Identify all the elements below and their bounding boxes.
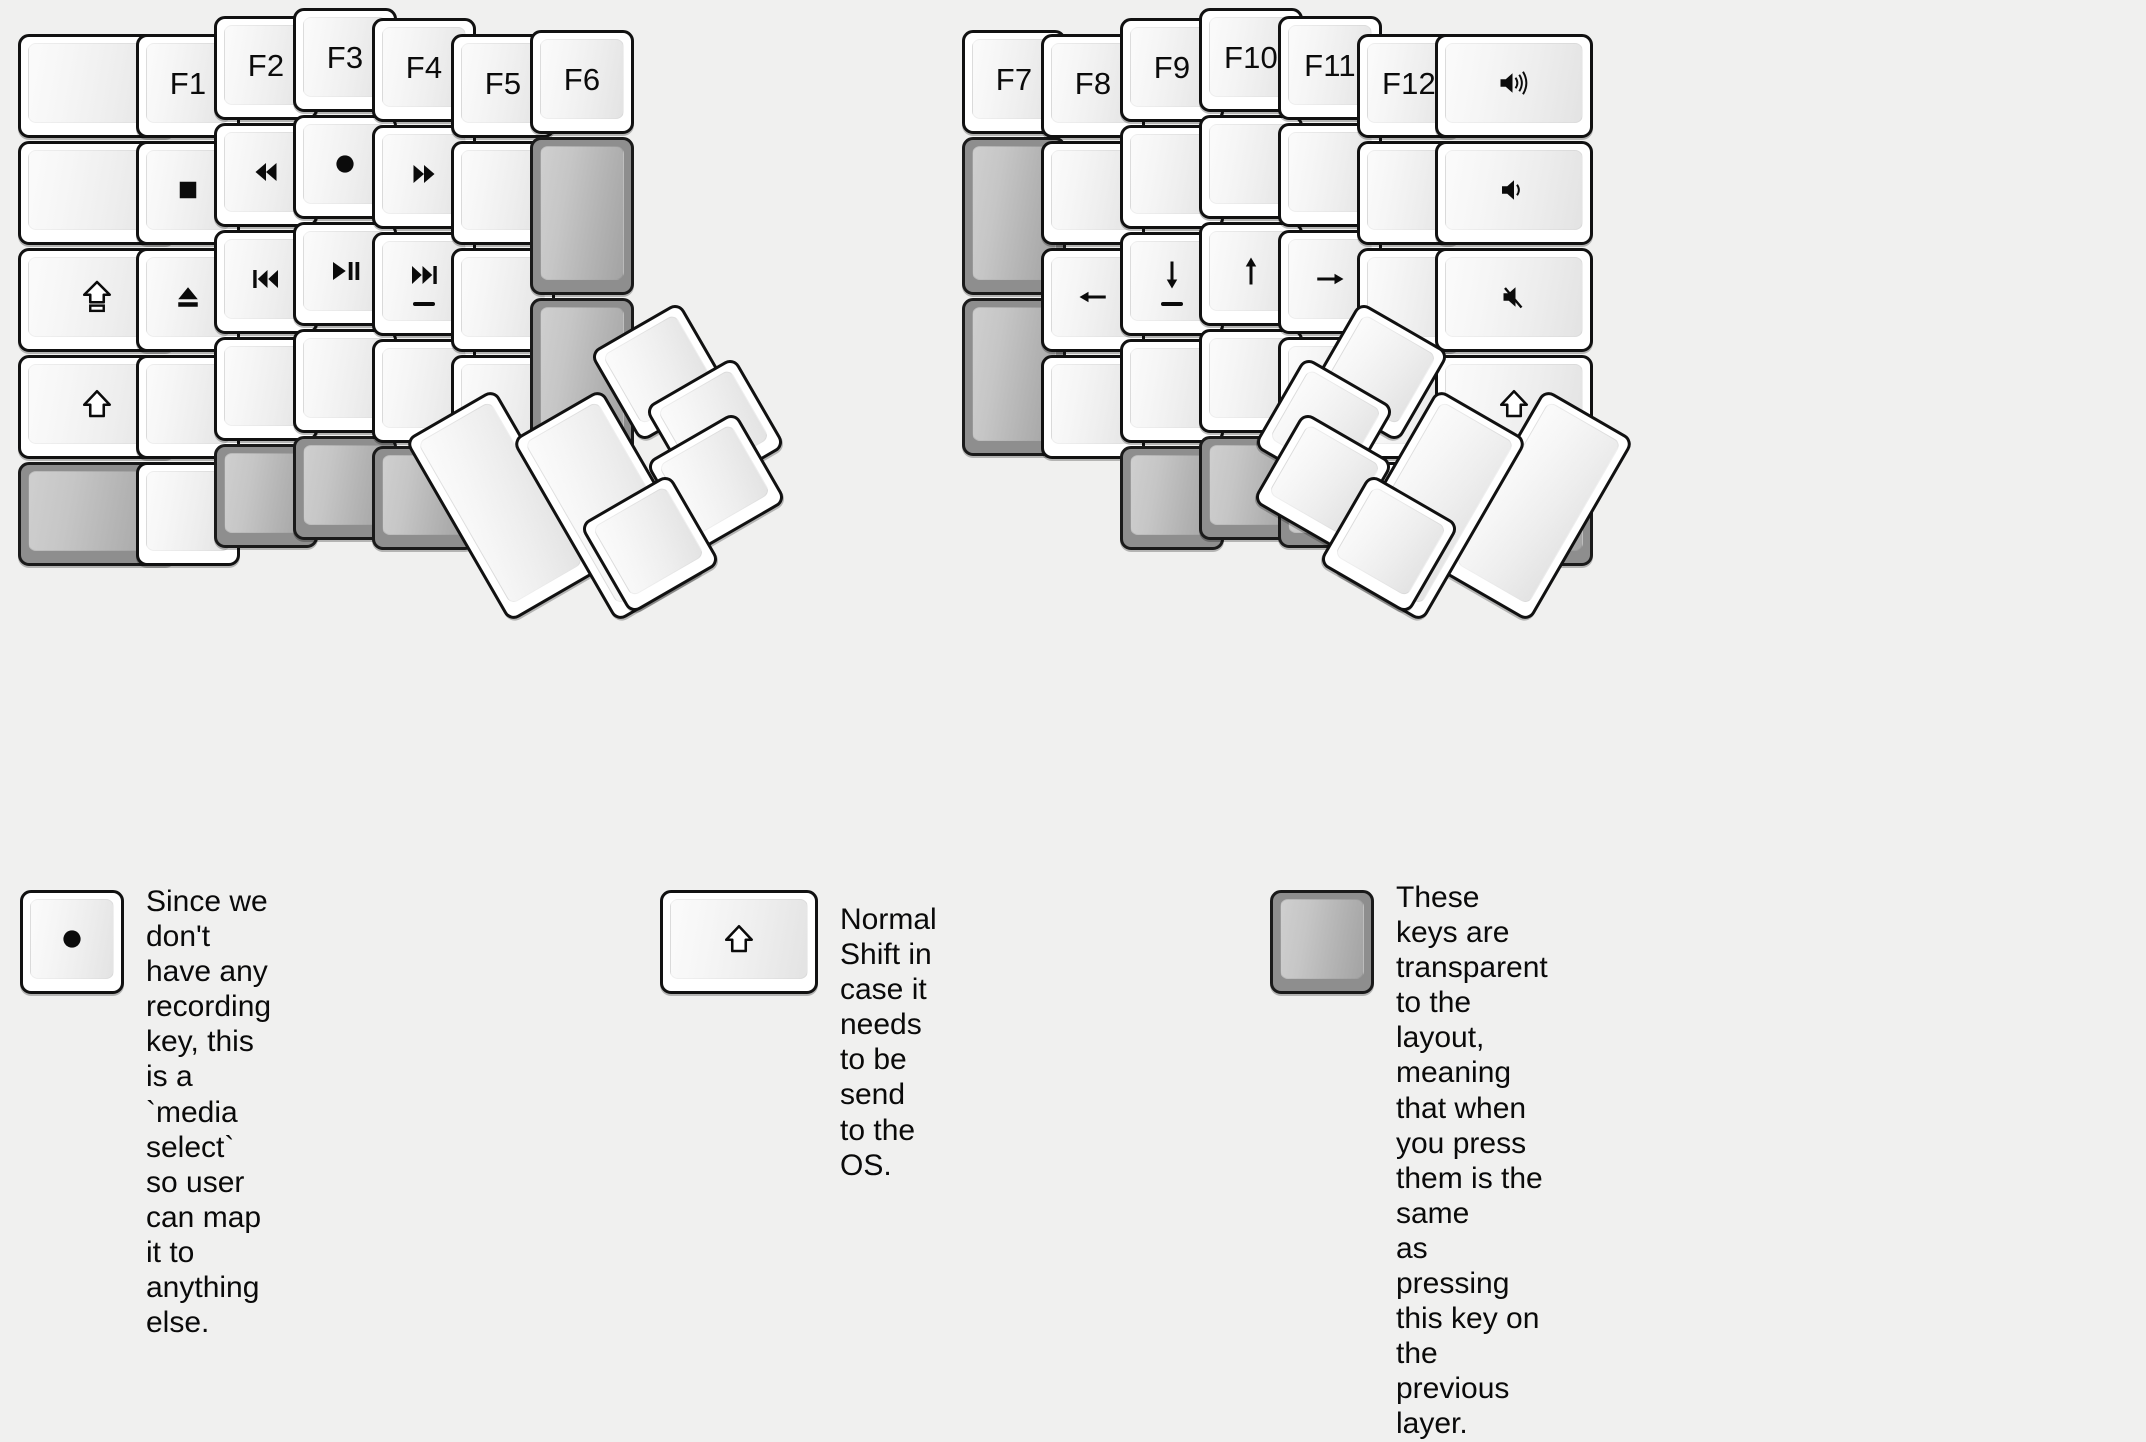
key-left-col-inner-2-r2[interactable] [530, 137, 634, 295]
keycap-legend-text: F2 [247, 47, 285, 83]
keycap-face [1280, 899, 1364, 979]
keycap-legend-text: F8 [1074, 65, 1112, 101]
shift-icon [79, 386, 115, 422]
homing-bar [413, 301, 435, 306]
keycap-legend-text: F3 [326, 39, 364, 75]
media-rewind-icon [248, 154, 284, 190]
arrow-up-icon [1233, 253, 1269, 289]
media-record-icon [54, 921, 90, 957]
keycap-face: F6 [540, 39, 624, 119]
media-play-pause-icon [327, 253, 363, 289]
keycap-legend-text: F6 [563, 61, 601, 97]
arrow-left-icon [1075, 279, 1111, 315]
media-fast-forward-icon [406, 156, 442, 192]
legend-text-3: These keys are transparent to the layout… [1396, 881, 1548, 1441]
volume-up-icon [1496, 65, 1532, 101]
shift-icon [721, 921, 757, 957]
keycap-face [1445, 257, 1583, 337]
arrow-right-icon [1312, 261, 1348, 297]
key-right-col-outer-right-r3[interactable] [1435, 248, 1593, 352]
volume-mute-icon [1496, 279, 1532, 315]
legend: Since we don't have any recording key, t… [0, 868, 2146, 1440]
legend-key-3 [1270, 890, 1374, 994]
keycap-face [1445, 150, 1583, 230]
key-right-col-outer-right-r1[interactable] [1435, 34, 1593, 138]
media-eject-icon [170, 279, 206, 315]
keycap-legend-text: F4 [405, 49, 443, 85]
key-left-col-inner-2-r1[interactable]: F6 [530, 30, 634, 134]
keycap-legend-text: F7 [995, 61, 1033, 97]
media-record-icon [327, 146, 363, 182]
media-stop-icon [170, 172, 206, 208]
homing-bar [1161, 301, 1183, 306]
volume-down-icon [1496, 172, 1532, 208]
keycap-legend-text: F1 [169, 65, 207, 101]
keycap-face [540, 146, 624, 280]
keycap-legend-text: F10 [1223, 39, 1279, 75]
keycap-legend-text: F11 [1304, 47, 1356, 83]
arrow-down-icon [1154, 257, 1190, 293]
keycap-face [30, 899, 114, 979]
keycap-legend-text: F9 [1153, 49, 1191, 85]
keycap-legend-text: F5 [484, 65, 522, 101]
keycap-face [670, 899, 808, 979]
caps-lock-icon [79, 279, 115, 315]
legend-key-1 [20, 890, 124, 994]
legend-text-1: Since we don't have any recording key, t… [146, 885, 272, 1340]
key-right-col-outer-right-r2[interactable] [1435, 141, 1593, 245]
legend-text-2: Normal Shift in case it needs to be send… [840, 903, 937, 1182]
legend-key-2 [660, 890, 818, 994]
keycap-legend-text: F12 [1381, 65, 1437, 101]
shift-icon [1496, 386, 1532, 422]
media-prev-track-icon [248, 261, 284, 297]
keycap-face [1445, 43, 1583, 123]
media-next-track-icon [406, 257, 442, 293]
